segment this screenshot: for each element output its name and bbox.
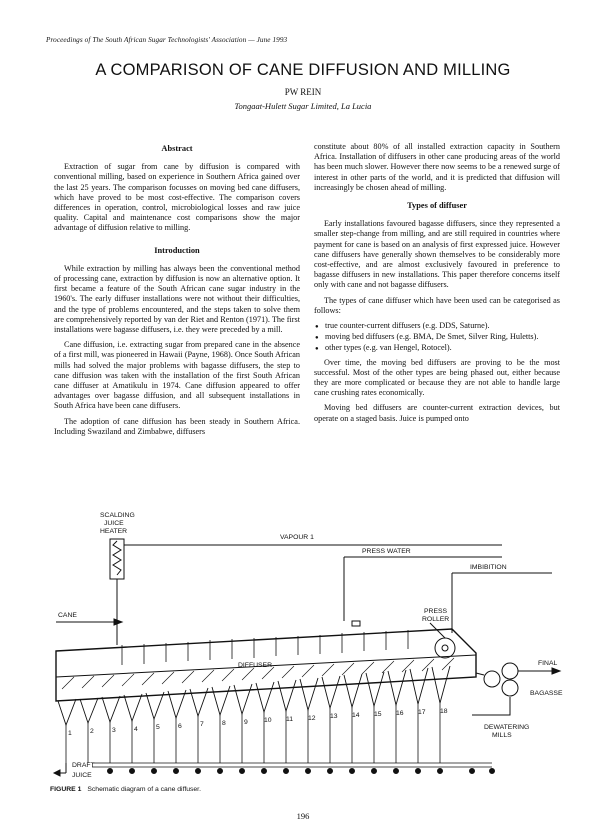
label-final: FINAL	[538, 660, 557, 667]
screen-hatch	[61, 657, 455, 690]
stage-number: 9	[244, 719, 248, 726]
press-roller-hub	[441, 644, 449, 652]
stage-number: 13	[330, 713, 338, 720]
stage-number: 7	[200, 721, 204, 728]
affiliation: Tongaat-Hulett Sugar Limited, La Lucia	[234, 101, 372, 111]
stage-number: 18	[440, 708, 448, 715]
heater-vessel	[109, 538, 125, 580]
press-roller-leader	[429, 622, 446, 639]
label-press-water: PRESS WATER	[362, 548, 411, 555]
diffuser-schematic: SCALDING JUICE HEATER VAPOUR 1 PRESS WAT…	[52, 505, 566, 783]
label-juice: JUICE	[104, 520, 124, 527]
label-cane: CANE	[58, 612, 77, 619]
stage-number: 3	[112, 727, 116, 734]
stage-number: 10	[264, 717, 272, 724]
mill-juice-return	[472, 697, 511, 716]
press-roller	[434, 637, 456, 659]
pump-symbols	[107, 768, 495, 774]
intro-paragraph-3: The adoption of cane diffusion has been …	[54, 416, 300, 436]
label-mills: MILLS	[492, 732, 512, 739]
final-bagasse-arrow	[551, 667, 562, 675]
control-valve	[351, 620, 361, 627]
diffuser-type-list: true counter-current diffusers (e.g. DDS…	[314, 321, 560, 355]
label-heater: HEATER	[100, 528, 127, 535]
label-dewatering: DEWATERING	[484, 724, 529, 731]
right-column: constitute about 80% of all installed ex…	[314, 142, 560, 429]
cane-arrow	[113, 618, 124, 626]
right-paragraph-1: constitute about 80% of all installed ex…	[314, 142, 560, 192]
dewatering-roll-3	[501, 679, 519, 697]
right-paragraph-2: Early installations favoured bagasse dif…	[314, 219, 560, 290]
cane-bed-line	[55, 654, 477, 678]
page-number: 196	[296, 811, 310, 821]
label-draft: DRAFT	[72, 762, 95, 769]
stage-number: 15	[374, 711, 382, 718]
stage-number: 1	[68, 730, 72, 737]
label-press: PRESS	[424, 608, 448, 615]
stage-number: 12	[308, 715, 316, 722]
stage-number: 8	[222, 720, 226, 727]
list-item: other types (e.g. van Hengel, Rotocel).	[315, 343, 560, 354]
draft-juice-arrow	[52, 769, 61, 777]
abstract-text: Extraction of sugar from cane by diffusi…	[54, 162, 300, 233]
stage-number: 4	[134, 726, 138, 733]
list-item: moving bed diffusers (e.g. BMA, De Smet,…	[315, 332, 560, 343]
intro-paragraph-1: While extraction by milling has always b…	[54, 263, 300, 335]
abstract-heading: Abstract	[161, 144, 193, 153]
label-imbibition: IMBIBITION	[470, 564, 507, 571]
types-heading: Types of diffuser	[407, 201, 467, 211]
dewatering-roll-1	[483, 670, 501, 688]
paper-title: A COMPARISON OF CANE DIFFUSION AND MILLI…	[95, 61, 511, 79]
figure-caption: FIGURE 1 Schematic diagram of a cane diff…	[50, 786, 201, 793]
list-item: true counter-current diffusers (e.g. DDS…	[315, 321, 560, 332]
juice-hoppers	[57, 665, 451, 727]
stage-number: 16	[396, 710, 404, 717]
schematic-svg: SCALDING JUICE HEATER VAPOUR 1 PRESS WAT…	[52, 512, 563, 779]
dewatering-roll-2	[501, 662, 519, 680]
right-paragraph-4: Over time, the moving bed diffusers are …	[314, 357, 560, 398]
introduction-heading: Introduction	[154, 245, 200, 255]
intro-paragraph-2: Cane diffusion, i.e. extracting sugar fr…	[54, 340, 300, 411]
author: PW REIN	[284, 87, 322, 97]
figure-label: FIGURE 1	[50, 786, 82, 793]
stage-number: 6	[178, 723, 182, 730]
right-paragraph-3: The types of cane diffuser which have be…	[314, 295, 560, 315]
spray-pipes	[121, 630, 409, 665]
label-bagasse: BAGASSE	[530, 690, 563, 697]
label-scalding: SCALDING	[100, 512, 135, 519]
bagasse-transfer	[475, 672, 485, 676]
heater-coil	[112, 540, 122, 576]
left-column: Abstract Extraction of sugar from cane b…	[54, 142, 300, 442]
label-vapour: VAPOUR 1	[280, 534, 314, 541]
label-roller: ROLLER	[422, 616, 449, 623]
stage-number: 14	[352, 712, 360, 719]
drain-pipes	[65, 703, 492, 768]
label-draft-juice: JUICE	[72, 772, 92, 779]
stage-number: 2	[90, 728, 94, 735]
stage-number: 17	[418, 709, 426, 716]
running-head: Proceedings of The South African Sugar T…	[46, 36, 288, 44]
right-paragraph-5: Moving bed diffusers are counter-current…	[314, 403, 560, 423]
label-diffuser: DIFFUSER	[238, 662, 272, 669]
figure-caption-text: Schematic diagram of a cane diffuser.	[87, 786, 201, 793]
stage-number: 11	[286, 716, 293, 723]
stage-number: 5	[156, 724, 160, 731]
